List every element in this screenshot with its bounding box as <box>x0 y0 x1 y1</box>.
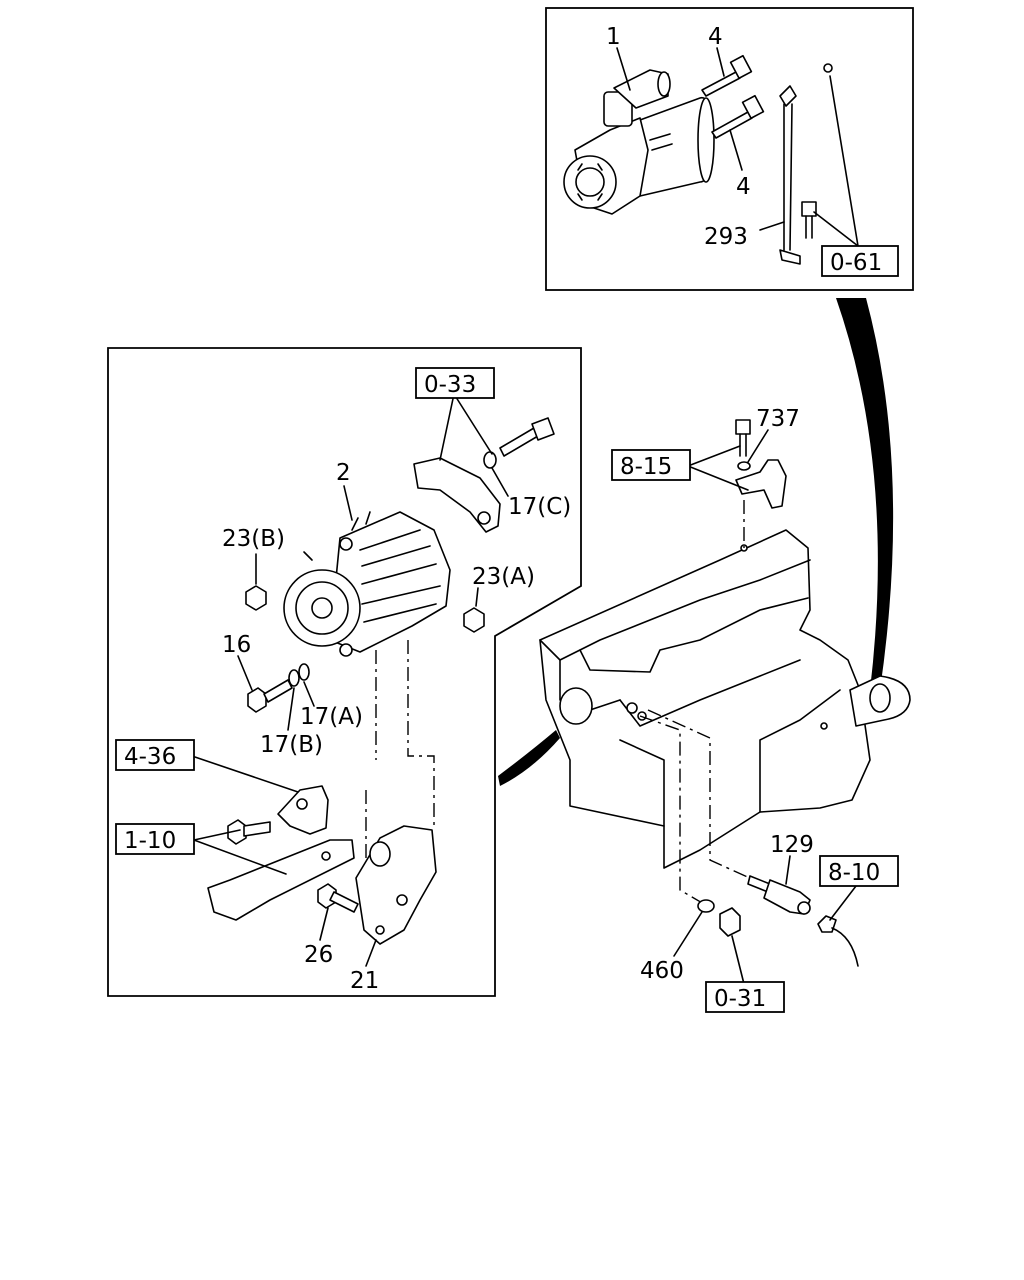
ref-label-1-10[interactable]: 1-10 <box>124 828 176 854</box>
leader-8-10 <box>829 885 857 921</box>
callout-17a: 17(A) <box>300 704 363 730</box>
leader-293 <box>759 221 785 231</box>
ref-box-4-36[interactable] <box>115 739 195 771</box>
bolt-26 <box>317 883 359 913</box>
callout-23a: 23(A) <box>472 564 535 590</box>
leader-17c <box>491 467 509 497</box>
leader-737 <box>747 429 769 463</box>
washer-17b <box>288 669 300 687</box>
bolt-1-10 <box>227 819 271 845</box>
through-bolt-16 <box>247 679 293 713</box>
callout-4-upper: 4 <box>708 24 723 50</box>
leader-8-15-a <box>687 445 741 467</box>
centerline-alternator-b <box>407 640 435 830</box>
washer-17a <box>298 663 310 681</box>
temperature-sensor <box>747 875 811 915</box>
centerline-plug-0-31 <box>639 715 705 905</box>
adjusting-bracket <box>413 457 501 533</box>
nut-23b <box>245 585 267 611</box>
leader-4a <box>716 47 725 77</box>
leader-460 <box>673 911 703 957</box>
plug-0-31 <box>719 907 741 937</box>
ref-box-0-31[interactable] <box>705 981 785 1013</box>
leader-129 <box>785 855 791 885</box>
starter-bolt-lower <box>711 94 765 139</box>
callout-4-lower: 4 <box>736 174 751 200</box>
bracket-1-10 <box>207 839 355 921</box>
bracket-4-36 <box>277 785 329 835</box>
callout-129: 129 <box>770 832 814 858</box>
leader-16 <box>237 655 253 691</box>
leader-17a <box>303 681 315 707</box>
leader-21 <box>365 939 377 967</box>
alternator <box>283 511 451 657</box>
ground-cable <box>779 85 801 265</box>
ref-label-0-33[interactable]: 0-33 <box>424 372 476 398</box>
ref-box-8-10[interactable] <box>819 855 899 887</box>
leader-1 <box>616 47 631 91</box>
ref-label-0-31[interactable]: 0-31 <box>714 986 766 1012</box>
sensor-connector <box>817 915 859 967</box>
leader-4-36 <box>191 755 299 793</box>
centerline-sensor-129 <box>647 709 755 881</box>
alternator-inset: 0-33 2 23(B) 17(C) 23(A) 16 17(A) 17(B) … <box>107 347 582 997</box>
ref-label-4-36[interactable]: 4-36 <box>124 744 176 770</box>
callout-17b: 17(B) <box>260 732 323 758</box>
ref-box-0-61[interactable] <box>821 245 899 277</box>
callout-737: 737 <box>756 406 800 432</box>
adjusting-bolt <box>483 417 555 469</box>
callout-21: 21 <box>350 968 379 994</box>
lift-bracket <box>735 419 787 509</box>
leader-1-10-a <box>193 829 241 841</box>
callout-2: 2 <box>336 460 351 486</box>
leader-0-61-b <box>813 211 859 247</box>
callout-26: 26 <box>304 942 333 968</box>
engine-block <box>539 529 911 869</box>
ref-box-0-33[interactable] <box>415 367 495 399</box>
mounting-bracket-21 <box>355 825 437 945</box>
leader-0-61-a <box>829 75 859 247</box>
cable-bolt <box>801 63 833 239</box>
callout-17c: 17(C) <box>508 494 571 520</box>
leader-4b <box>729 129 743 171</box>
alternator-pointer-arc <box>498 730 560 786</box>
callout-16: 16 <box>222 632 251 658</box>
ref-box-1-10[interactable] <box>115 823 195 855</box>
leader-26 <box>319 907 329 941</box>
callout-23b: 23(B) <box>222 526 285 552</box>
starter-pointer-arc <box>836 298 894 690</box>
ref-box-8-15[interactable] <box>611 449 691 481</box>
callout-293: 293 <box>704 224 748 250</box>
leader-0-31 <box>731 935 745 985</box>
starter-bolt-upper <box>701 54 753 97</box>
ref-label-8-10[interactable]: 8-10 <box>828 860 880 886</box>
leader-0-33-a <box>439 393 455 461</box>
leader-0-33-b <box>453 393 493 455</box>
ref-label-0-61[interactable]: 0-61 <box>830 250 882 276</box>
starter-inset: 1 4 4 293 0-61 <box>545 7 914 291</box>
leader-1-10-b <box>193 839 287 875</box>
leader-23a <box>475 587 479 607</box>
o-ring-460 <box>697 899 715 913</box>
ref-label-8-15[interactable]: 8-15 <box>620 454 672 480</box>
nut-23a <box>463 607 485 633</box>
leader-8-15-b <box>687 465 749 491</box>
alternator-inset-frame <box>107 347 582 997</box>
leader-17b <box>287 687 295 731</box>
leader-2 <box>343 485 353 521</box>
callout-460: 460 <box>640 958 684 984</box>
callout-1: 1 <box>606 24 621 50</box>
starter-motor <box>563 69 715 215</box>
